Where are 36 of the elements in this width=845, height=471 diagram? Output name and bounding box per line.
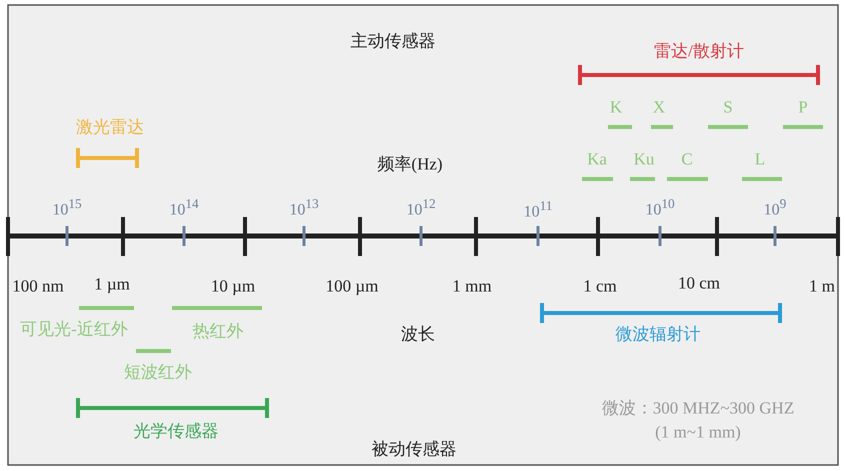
wavelength-tick-label: 1 mm <box>452 278 492 296</box>
band-label: C <box>681 150 693 170</box>
band-label: Ku <box>634 150 654 170</box>
wavelength-tick-label: 10 µm <box>210 278 256 296</box>
frequency-tick-label: 10$^{14}$ <box>169 197 199 219</box>
frequency-tick-label: 10$^{15}$ <box>52 197 82 219</box>
sensor-heading: 被动传感器 <box>372 440 456 460</box>
frequency-tick-label: 10$^{12}$ <box>406 197 436 219</box>
frequency-tick-label: 10$^{10}$ <box>645 197 675 219</box>
note: (1 m~1 mm) <box>655 424 741 442</box>
band-label: L <box>754 150 766 170</box>
band-label: 激光雷达 <box>76 118 144 138</box>
band-label: 热红外 <box>192 322 244 342</box>
note: 微波：300 MHZ~300 GHZ <box>602 400 794 418</box>
wavelength-tick-label: 100 µm <box>326 278 378 296</box>
band-label: 可见光-近红外 <box>20 320 128 340</box>
band-label: S <box>723 98 733 118</box>
band-label: Ka <box>587 150 607 170</box>
band-label: P <box>798 98 808 118</box>
band-label: 光学传感器 <box>134 422 218 442</box>
wavelength-tick-label: 1 µm <box>94 276 130 294</box>
sensor-heading: 主动传感器 <box>350 32 436 52</box>
frequency-tick-label: 10$^{13}$ <box>289 197 319 219</box>
wavelength-tick-label: 100 nm <box>12 278 64 296</box>
frequency-tick-label: 10$^{11}$ <box>524 199 552 221</box>
wavelength-tick-label: 1 cm <box>583 278 617 296</box>
band-label: 雷达/散射计 <box>654 42 744 62</box>
wavelength-tick-label: 10 cm <box>678 274 720 294</box>
frequency-tick-label: 10$^{9}$ <box>764 197 786 219</box>
axis-title: 波长 <box>401 326 435 344</box>
band-label: K <box>610 98 622 118</box>
band-label: X <box>652 98 666 118</box>
axis-title: 频率(Hz) <box>377 156 443 174</box>
band-label: 微波辐射计 <box>616 326 700 344</box>
band-label: 短波红外 <box>124 364 192 382</box>
wavelength-tick-label: 1 m <box>809 278 835 296</box>
